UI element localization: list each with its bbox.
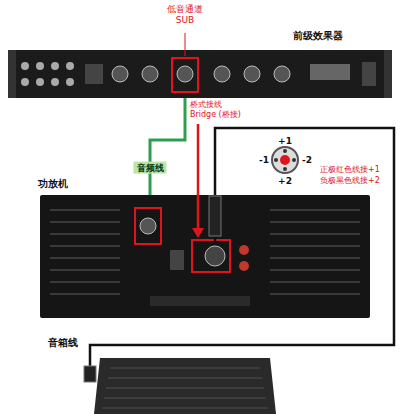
device-heading: 前级效果器 <box>293 30 343 42</box>
audio-cable <box>150 98 185 195</box>
bridge-label: 桥式接线 Bridge (桥接) <box>190 100 248 119</box>
wiring-note: 正极红色线接+1 <box>320 165 380 175</box>
channel-label: 低音通道 SUB <box>163 4 207 26</box>
processor-drawing <box>8 33 392 98</box>
processor-box: 前级效果器 <box>8 50 392 98</box>
speaker-plug <box>84 366 96 382</box>
speaker-plug <box>209 196 221 236</box>
amplifier-box: 功放机 <box>40 195 370 318</box>
pin-number: -2 <box>302 155 312 166</box>
pin-number: -1 <box>259 155 269 166</box>
cable-label: 音箱线 <box>48 337 78 349</box>
device-heading: 功放机 <box>38 178 68 190</box>
bridge-arrow <box>192 124 204 238</box>
speaker-drawing <box>94 358 276 414</box>
pin-number: +2 <box>278 176 292 187</box>
pin-number: +1 <box>278 136 292 147</box>
speaker-cable <box>90 128 394 368</box>
amplifier-drawing <box>40 195 370 318</box>
edge-label: 音频线 <box>134 161 167 174</box>
speakon-pin-diagram <box>272 147 298 173</box>
wiring-note: 负极黑色线接+2 <box>320 176 380 186</box>
